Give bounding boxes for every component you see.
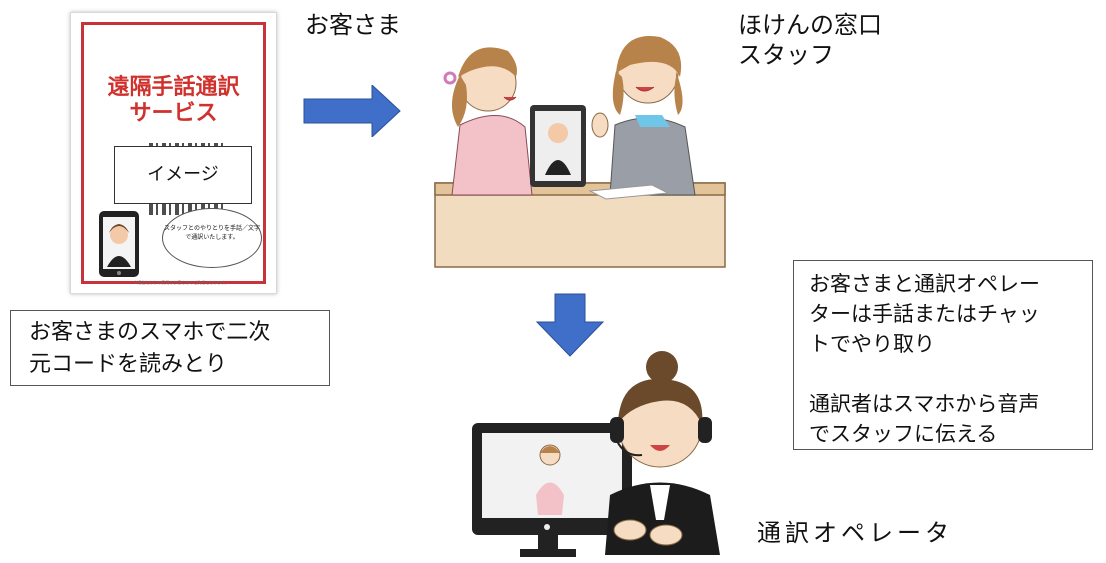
qr-instruction-line2: 元コードを読みとり xyxy=(29,352,228,377)
image-placeholder: イメージ xyxy=(114,146,252,204)
staff-label: ほけんの窓口 スタッフ xyxy=(738,10,882,70)
service-poster: 遠隔手話通訳 サービス イメージ スタッフとのやりとりを手話／文字で通訳いたしま… xyxy=(70,12,277,294)
counter-scene-illustration xyxy=(434,36,726,268)
phone-operator-icon xyxy=(99,211,139,277)
operator-scene-illustration xyxy=(472,351,720,557)
poster-border: 遠隔手話通訳 サービス イメージ スタッフとのやりとりを手話／文字で通訳いたしま… xyxy=(81,22,266,285)
arrow-right-icon xyxy=(303,85,401,137)
poster-footer: ※通信にかかる費用はお客さまのご負担となります。 xyxy=(134,280,229,285)
poster-title-line2: サービス xyxy=(129,101,218,126)
staff-label-line1: ほけんの窓口 xyxy=(738,11,882,39)
customer-label: お客さま xyxy=(305,11,401,39)
explanation-spacer xyxy=(809,359,1092,389)
poster-title: 遠隔手話通訳 サービス xyxy=(84,75,263,127)
explanation-line3: トでやり取り xyxy=(809,332,935,356)
explanation-line2: ターは手話またはチャッ xyxy=(809,302,1040,326)
poster-title-line1: 遠隔手話通訳 xyxy=(107,75,240,100)
explanation-line4: 通訳者はスマホから音声 xyxy=(809,392,1040,416)
explanation-line1: お客さまと通訳オペレー xyxy=(809,272,1040,296)
qr-instruction-line1: お客さまのスマホで二次 xyxy=(29,320,271,345)
speech-bubble: スタッフとのやりとりを手話／文字で通訳いたします。 xyxy=(162,208,262,268)
qr-instruction-box: お客さまのスマホで二次 元コードを読みとり xyxy=(10,310,330,386)
operator-label: 通訳オペレータ xyxy=(757,519,953,547)
arrow-down-icon xyxy=(535,293,605,357)
staff-label-line2: スタッフ xyxy=(738,41,834,69)
explanation-box: お客さまと通訳オペレー ターは手話またはチャッ トでやり取り 通訳者はスマホから… xyxy=(793,260,1093,450)
explanation-line5: でスタッフに伝える xyxy=(809,422,998,446)
